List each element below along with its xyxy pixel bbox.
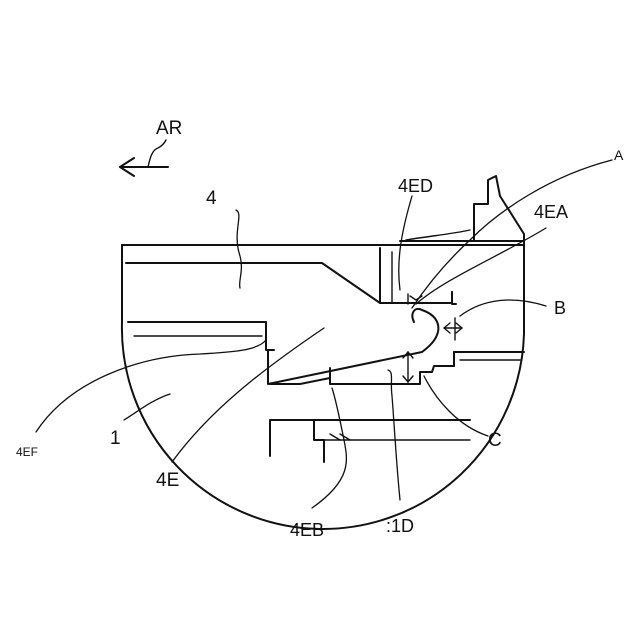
arm-4e: [268, 309, 438, 384]
label-1: 1: [110, 428, 121, 449]
housing-outline: [122, 245, 524, 529]
label-4e: 4E: [156, 470, 179, 491]
label-4: 4: [206, 188, 217, 209]
leader-1d: [388, 370, 400, 500]
label-4ea: 4EA: [534, 202, 568, 222]
label-4ed: 4ED: [398, 176, 433, 196]
label-b: B: [554, 298, 566, 318]
label-4eb: 4EB: [290, 520, 324, 540]
leader-4ed: [399, 196, 412, 290]
upper-projection: [474, 176, 524, 245]
base-block: [270, 420, 324, 462]
label-4ef: 4EF: [16, 445, 38, 459]
gap-arrow-b: [444, 318, 462, 340]
leader-1: [124, 394, 170, 420]
label-c: C: [488, 430, 502, 451]
member-4-body: [126, 263, 452, 303]
leader-4ea: [416, 228, 546, 304]
leader-4e: [172, 328, 324, 462]
label-a: A: [614, 147, 624, 163]
leader-4: [236, 210, 241, 288]
gap-arrow-c: [403, 352, 413, 382]
leader-4ef: [36, 340, 266, 432]
label-1d: :1D: [386, 516, 414, 536]
leader-4eb: [312, 388, 346, 508]
leader-c: [424, 376, 488, 436]
leader-b: [460, 300, 546, 316]
direction-arrow: [120, 140, 168, 176]
label-ar: AR: [156, 118, 182, 139]
